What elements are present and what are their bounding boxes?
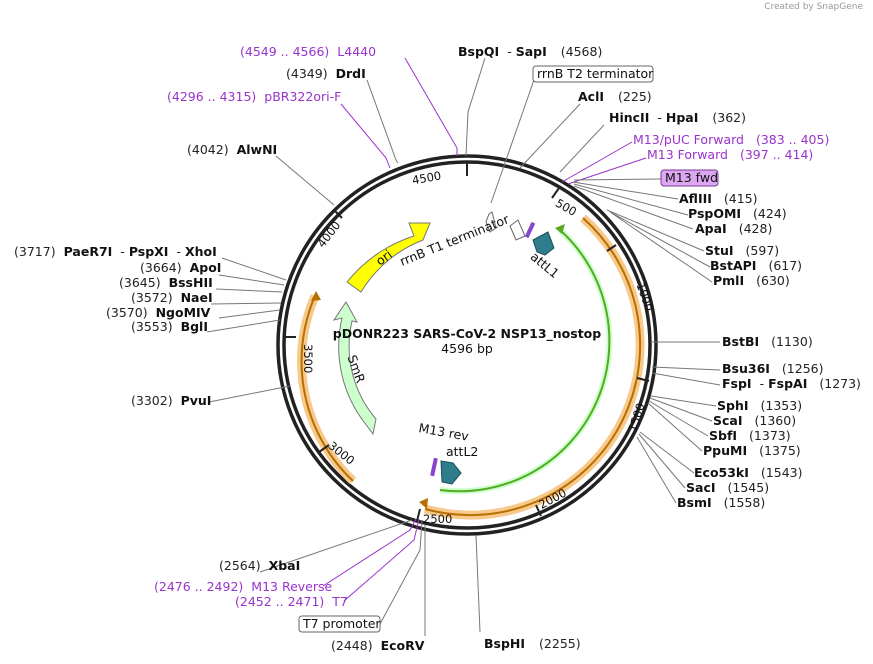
attl2-feature <box>440 460 462 485</box>
tick-marks <box>284 163 650 522</box>
tick-label-2500: 2500 <box>423 512 452 526</box>
label-alwni: (4042)AlwNI <box>187 142 277 157</box>
label-hincii: HincII-HpaI(362) <box>609 110 746 125</box>
orange-arrowhead-2 <box>311 291 321 301</box>
backbone-outer <box>276 154 658 536</box>
label-m13-puc-forward: M13/pUC Forward(383 .. 405) <box>633 132 829 147</box>
label-bstbi: BstBI(1130) <box>722 334 813 349</box>
attl2-primer-marker <box>430 457 438 477</box>
label-xbai: (2564)XbaI <box>219 558 300 573</box>
label-afliii: AflIII(415) <box>679 191 758 206</box>
m13-fwd-box <box>660 169 719 187</box>
label-naei: (3572)NaeI <box>131 290 213 305</box>
label-pmli: PmlI(630) <box>713 273 790 288</box>
label-fspi: FspI-FspAI(1273) <box>722 376 861 391</box>
green-arc-cds-line <box>439 229 611 493</box>
label-bsshii: (3645)BssHII <box>119 275 213 290</box>
label-apoi: (3664)ApoI <box>140 260 221 275</box>
label-stui: StuI(597) <box>705 243 779 258</box>
tick-label-4000: 4000 <box>314 218 343 250</box>
label-m13-reverse: (2476 .. 2492)M13 Reverse <box>154 579 332 594</box>
tick-label-4500: 4500 <box>411 168 442 187</box>
label-t7-promoter: T7 promoter <box>302 616 381 631</box>
backbone-inner <box>282 160 652 530</box>
label-t7: (2452 .. 2471)T7 <box>235 594 348 609</box>
label-bsmi: BsmI(1558) <box>677 495 765 510</box>
plasmid-name: pDONR223 SARS-CoV-2 NSP13_nostop <box>333 326 601 342</box>
leader-lines <box>206 57 721 636</box>
label-acli: AclI(225) <box>578 89 652 104</box>
label-sphi: SphI(1353) <box>717 398 802 413</box>
attl1-feature <box>532 231 555 256</box>
label-m13-forward: M13 Forward(397 .. 414) <box>647 147 813 162</box>
label-bgli: (3553)BglI <box>131 319 208 334</box>
attl1-primer-marker <box>524 221 536 239</box>
label-l4440: (4549 .. 4566)L4440 <box>240 44 376 59</box>
label-pvui: (3302)PvuI <box>131 393 211 408</box>
ori-feature <box>346 222 431 293</box>
tick-label-3500: 3500 <box>301 344 315 373</box>
m13rev-label: M13 rev <box>417 420 470 444</box>
label-bspqi: BspQI-SapI(4568) <box>458 44 602 59</box>
orange-arrowhead-1 <box>419 498 428 509</box>
label-paer7i: (3717)PaeR7I-PspXI-XhoI <box>14 244 217 259</box>
label-pbr322ori-f: (4296 .. 4315)pBR322ori-F <box>167 89 341 104</box>
label-saci: SacI(1545) <box>686 480 769 495</box>
snapgene-credit: Created by SnapGene <box>764 2 863 12</box>
label-ngomiv: (3570)NgoMIV <box>106 305 211 320</box>
green-arrowhead <box>555 224 565 234</box>
label-rrnb-t2: rrnB T2 terminator <box>537 66 654 81</box>
label-sbfi: SbfI(1373) <box>709 428 791 443</box>
label-bsphi: BspHI(2255) <box>484 636 581 651</box>
rrnb-t2-feature <box>509 219 526 241</box>
label-scai: ScaI(1360) <box>713 413 796 428</box>
plasmid-length: 4596 bp <box>441 341 493 356</box>
label-bstapi: BstAPI(617) <box>710 258 802 273</box>
label-ppumi: PpuMI(1375) <box>703 443 801 458</box>
orange-arc-cds-line <box>424 217 642 517</box>
orange-arc-left-line <box>300 295 354 482</box>
label-pspomi: PspOMI(424) <box>688 206 787 221</box>
label-m13-fwd: M13 fwd <box>665 170 718 185</box>
label-bsu36i: Bsu36I(1256) <box>722 361 824 376</box>
label-drdi: (4349)DrdI <box>286 66 366 81</box>
label-ecorv: (2448)EcoRV <box>331 638 425 653</box>
rrnb-t1-feature <box>485 211 497 233</box>
label-apai: ApaI(428) <box>695 221 772 236</box>
smr-feature <box>332 301 377 436</box>
label-eco53ki: Eco53kI(1543) <box>694 465 802 480</box>
t7-promoter-box <box>298 615 381 633</box>
rrnb-t2-box <box>532 65 654 83</box>
attl2-label: attL2 <box>446 444 478 459</box>
